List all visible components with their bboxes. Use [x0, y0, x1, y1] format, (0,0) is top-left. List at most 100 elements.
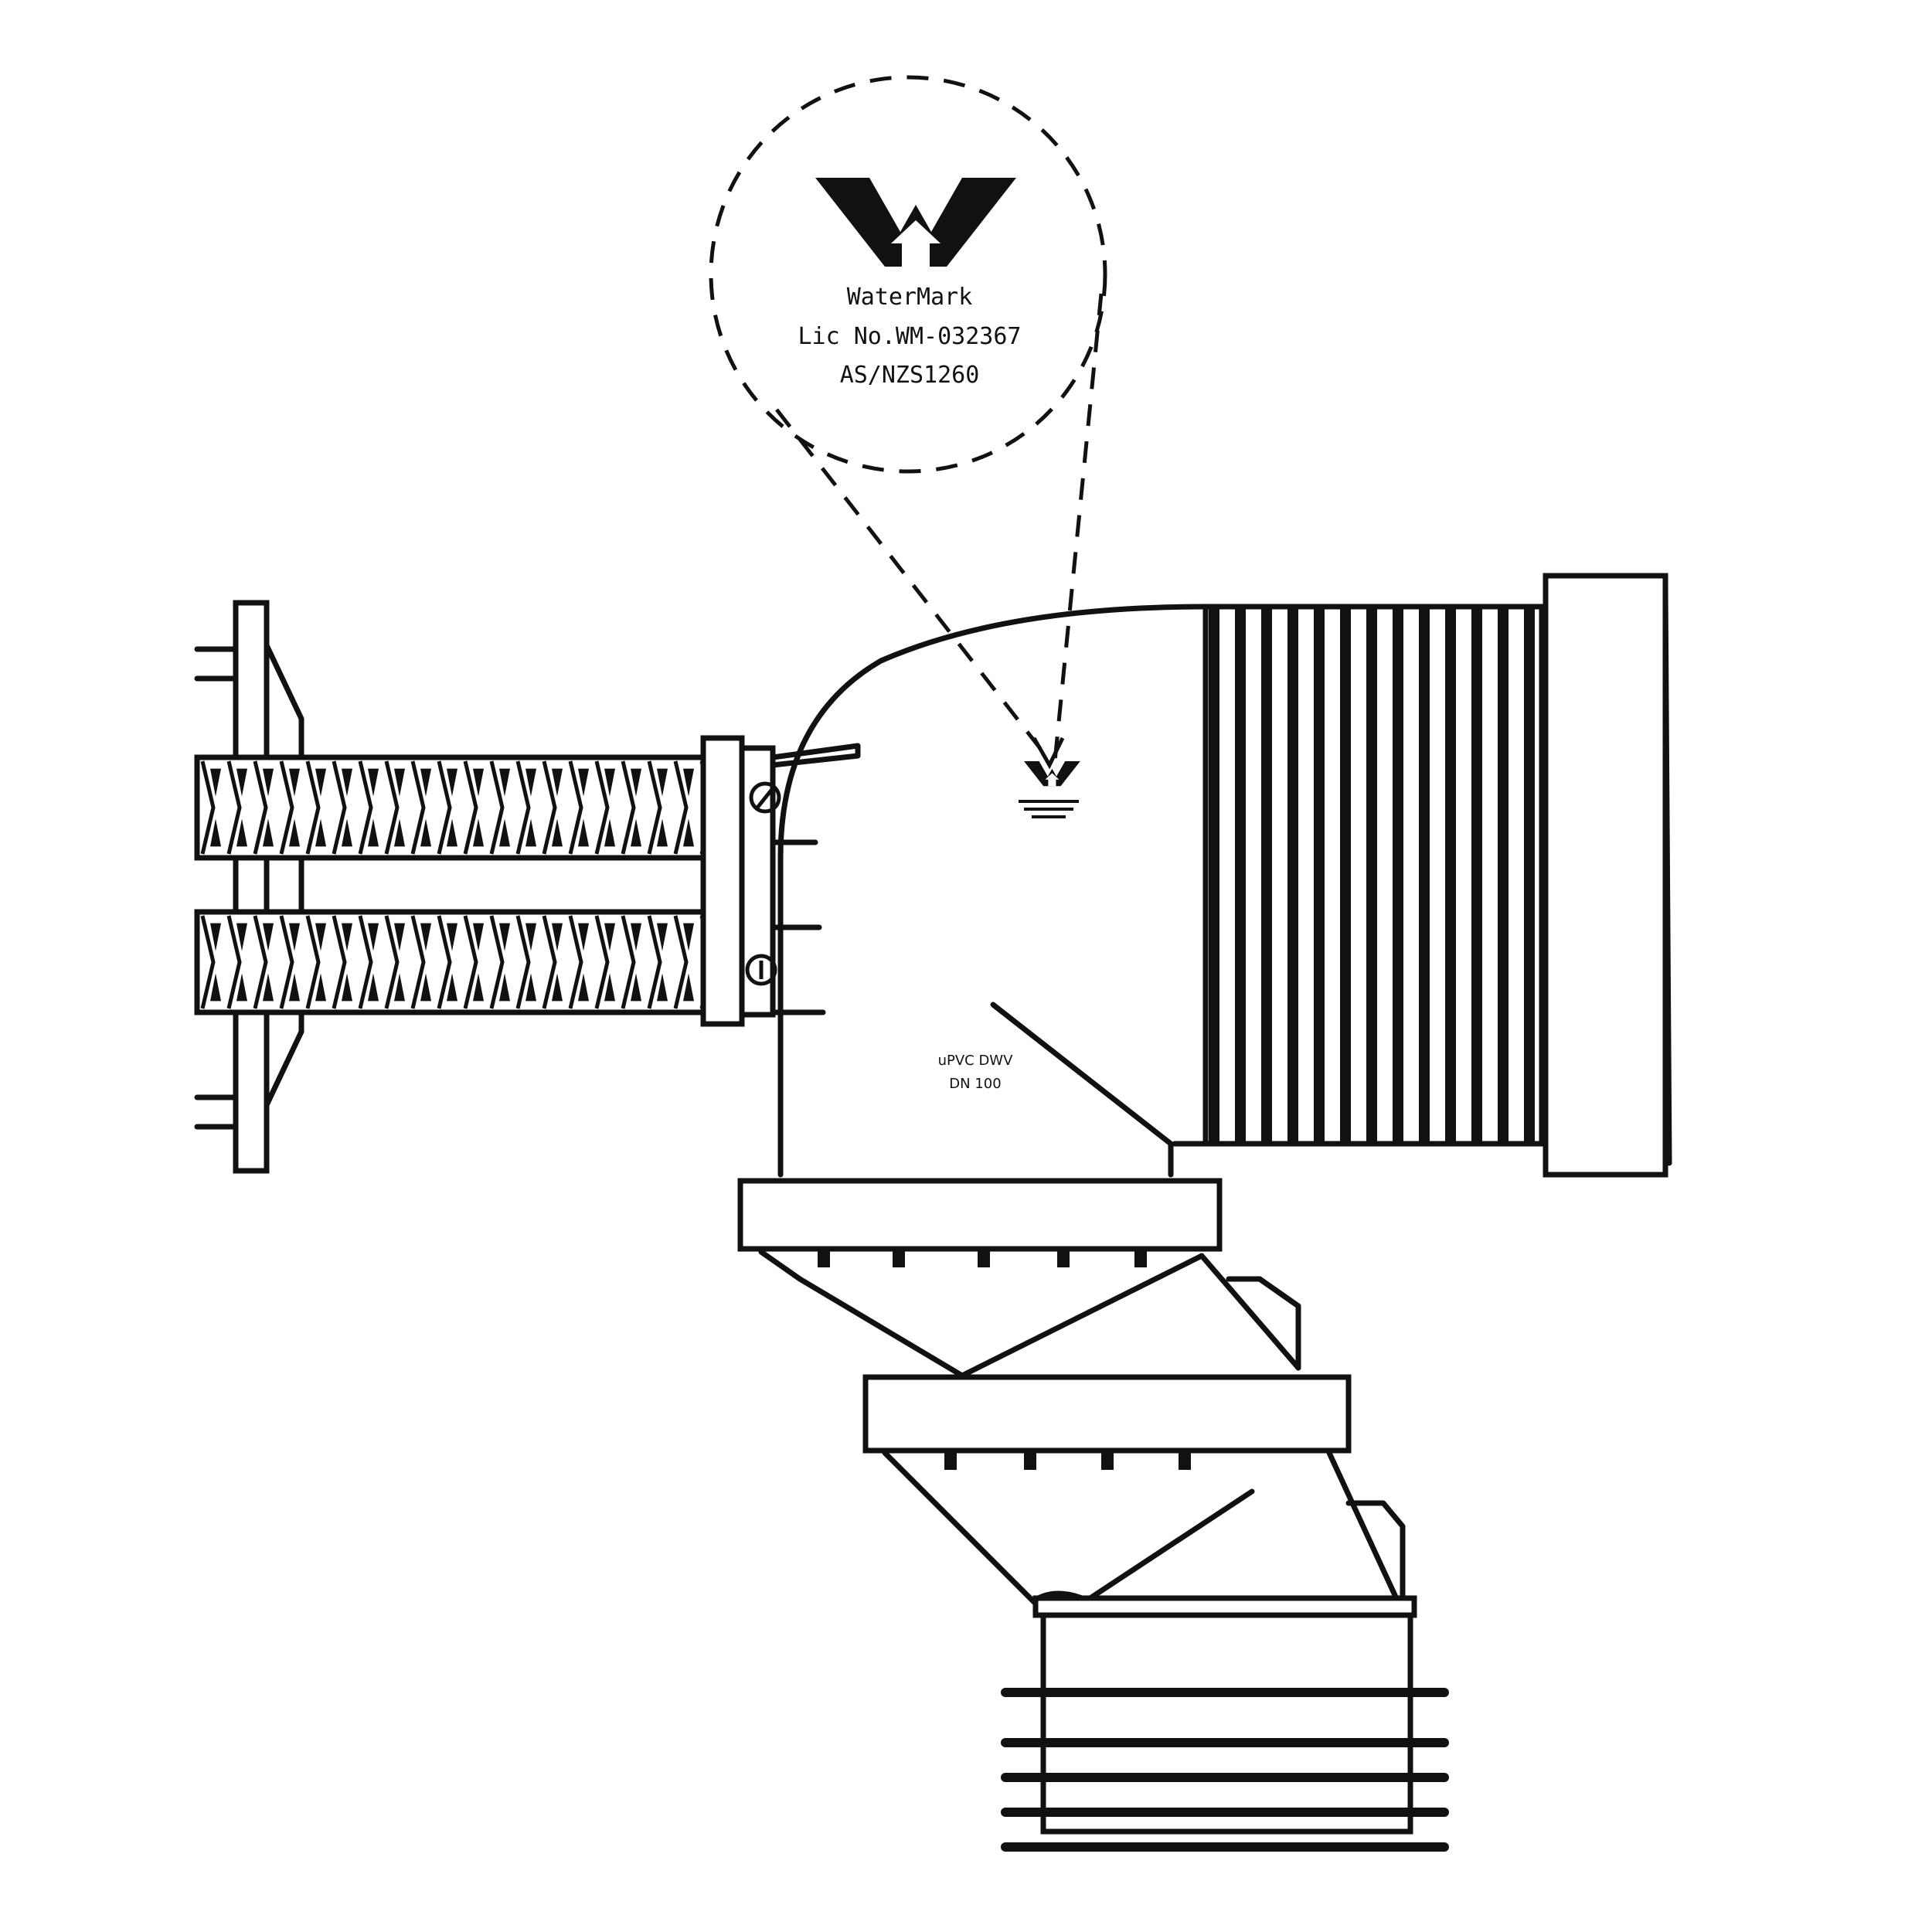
corrugation-rib — [1209, 607, 1219, 1144]
thread-crest — [463, 760, 478, 855]
callout-standard: AS/NZS1260 — [840, 362, 980, 389]
threaded-rod-lower — [194, 909, 720, 1015]
thread-root — [473, 818, 484, 847]
bottom-spigot — [1001, 1590, 1449, 1852]
screw-icon — [749, 781, 781, 814]
pipe-marking-line2: DN 100 — [949, 1076, 1001, 1092]
thread-root — [289, 818, 300, 847]
thread-root — [315, 768, 326, 797]
thread-root — [236, 818, 247, 847]
corrugation-rib — [1524, 607, 1535, 1144]
thread-root — [263, 923, 274, 951]
thread-root — [578, 973, 589, 1002]
thread-root — [394, 818, 405, 847]
thread-root — [499, 768, 510, 797]
collar-tooth — [1134, 1250, 1147, 1267]
thread-root — [420, 973, 431, 1002]
corrugation-rib — [1235, 607, 1246, 1144]
thread-root — [578, 923, 589, 951]
thread-root — [604, 973, 615, 1002]
corrugation-rib — [1393, 607, 1403, 1144]
collar-tooth — [1024, 1453, 1036, 1470]
thread-root — [631, 973, 641, 1002]
thread-root — [473, 923, 484, 951]
thread-root — [473, 973, 484, 1002]
corrugated-outlet — [1202, 573, 1672, 1178]
thread-crest — [673, 760, 689, 855]
thread-crest — [200, 760, 216, 855]
corrugation-rib — [1287, 607, 1298, 1144]
thread-root — [315, 923, 326, 951]
thread-root — [526, 973, 536, 1002]
thread-root — [342, 818, 352, 847]
thread-root — [368, 923, 379, 951]
thread-crest — [253, 915, 268, 1009]
thread-root — [368, 768, 379, 797]
thread-root — [447, 973, 457, 1002]
thread-root — [604, 818, 615, 847]
thread-crest — [410, 760, 426, 855]
thread-root — [210, 818, 221, 847]
thread-root — [657, 818, 668, 847]
thread-root — [683, 923, 694, 951]
thread-root — [499, 973, 510, 1002]
thread-crest — [542, 760, 557, 855]
spigot-rib — [1001, 1842, 1449, 1852]
thread-crest — [542, 915, 557, 1009]
thread-root — [578, 768, 589, 797]
callout-licence: Lic No.WM-032367 — [798, 323, 1022, 350]
collar-tooth — [944, 1453, 957, 1470]
spigot-rib — [1001, 1773, 1449, 1782]
thread-root — [315, 818, 326, 847]
callout-leader — [709, 75, 1107, 770]
corrugation-rib — [1445, 607, 1456, 1144]
thread-crest — [226, 915, 242, 1009]
thread-root — [420, 818, 431, 847]
pipe-marking-line1: uPVC DWV — [938, 1053, 1014, 1069]
collar-tooth — [893, 1250, 905, 1267]
thread-root — [552, 818, 563, 847]
thread-crest — [384, 760, 400, 855]
callout-brand: WaterMark — [847, 284, 973, 311]
thread-crest — [358, 915, 373, 1009]
thread-crest — [673, 915, 689, 1009]
thread-root — [447, 818, 457, 847]
watermark-logo-icon — [1024, 761, 1080, 787]
thread-root — [473, 768, 484, 797]
thread-root — [342, 923, 352, 951]
thread-root — [263, 973, 274, 1002]
thread-root — [315, 973, 326, 1002]
thread-crest — [279, 915, 294, 1009]
thread-crest — [305, 915, 321, 1009]
thread-crest — [226, 760, 242, 855]
thread-crest — [568, 760, 583, 855]
spigot-rib — [1001, 1738, 1449, 1747]
thread-root — [236, 768, 247, 797]
thread-root — [289, 923, 300, 951]
corrugation-rib — [1314, 607, 1325, 1144]
thread-crest — [489, 915, 505, 1009]
thread-root — [263, 818, 274, 847]
thread-crest — [489, 760, 505, 855]
thread-crest — [621, 760, 636, 855]
collar-tooth — [1179, 1453, 1191, 1470]
thread-root — [526, 818, 536, 847]
thread-root — [394, 768, 405, 797]
thread-root — [447, 923, 457, 951]
thread-root — [420, 923, 431, 951]
thread-crest — [594, 915, 610, 1009]
thread-crest — [358, 760, 373, 855]
thread-root — [683, 818, 694, 847]
screw-icon — [745, 954, 777, 986]
thread-crest — [253, 760, 268, 855]
collar-tooth — [978, 1250, 990, 1267]
thread-root — [236, 973, 247, 1002]
thread-root — [342, 973, 352, 1002]
thread-root — [236, 923, 247, 951]
thread-crest — [515, 915, 531, 1009]
elbow-body — [777, 604, 1209, 1178]
thread-crest — [515, 760, 531, 855]
thread-root — [499, 818, 510, 847]
thread-crest — [647, 760, 662, 855]
